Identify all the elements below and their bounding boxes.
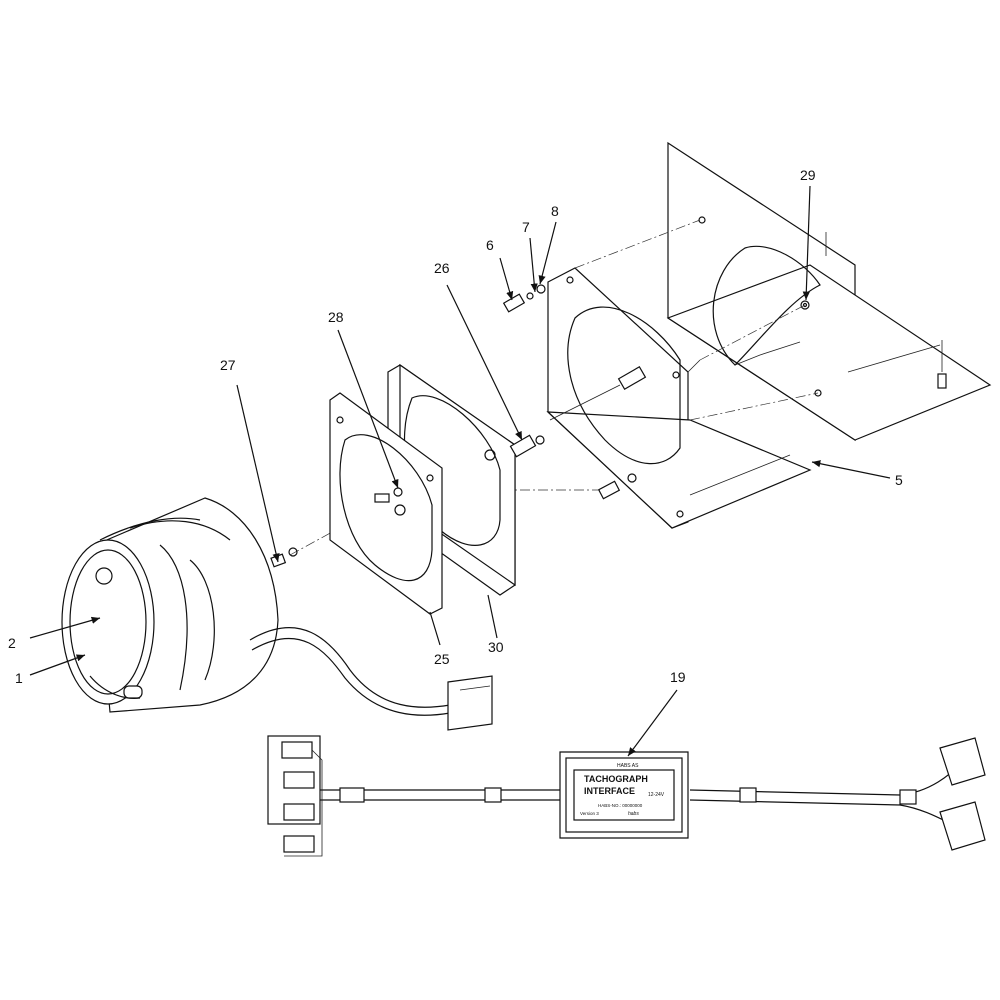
callout-leaders — [29, 185, 891, 757]
callout-labels: 1 2 5 6 7 8 19 25 26 27 28 29 30 — [8, 167, 903, 686]
interface-box: HABS AS TACHOGRAPH INTERFACE 12-24V HABS… — [559, 751, 689, 839]
callout-19: 19 — [670, 669, 686, 685]
bracket-screw — [549, 365, 647, 500]
callout-29: 29 — [800, 167, 816, 183]
callout-25: 25 — [434, 651, 450, 667]
interface-version-text: Version 3 — [580, 811, 599, 816]
callout-30: 30 — [488, 639, 504, 655]
interface-brand-text: habs — [628, 811, 639, 817]
interface-maker-text: HABS AS — [617, 763, 639, 769]
callout-27: 27 — [220, 357, 236, 373]
callout-1: 1 — [15, 670, 23, 686]
interface-title-line2: INTERFACE — [584, 786, 635, 796]
callout-8: 8 — [551, 203, 559, 219]
tachograph-unit — [61, 497, 493, 731]
mounting-panel — [666, 141, 992, 442]
callout-5: 5 — [895, 472, 903, 488]
callout-2: 2 — [8, 635, 16, 651]
mid-screws — [374, 284, 546, 503]
interface-part-no-text: HABS-NO.: 00000000 — [598, 803, 643, 808]
callout-7: 7 — [522, 219, 530, 235]
interface-title-line1: TACHOGRAPH — [584, 774, 648, 784]
callout-26: 26 — [434, 260, 450, 276]
plate-25 — [329, 392, 443, 615]
callout-28: 28 — [328, 309, 344, 325]
wiring-harness — [267, 735, 986, 857]
callout-6: 6 — [486, 237, 494, 253]
interface-voltage-text: 12-24V — [648, 792, 665, 798]
